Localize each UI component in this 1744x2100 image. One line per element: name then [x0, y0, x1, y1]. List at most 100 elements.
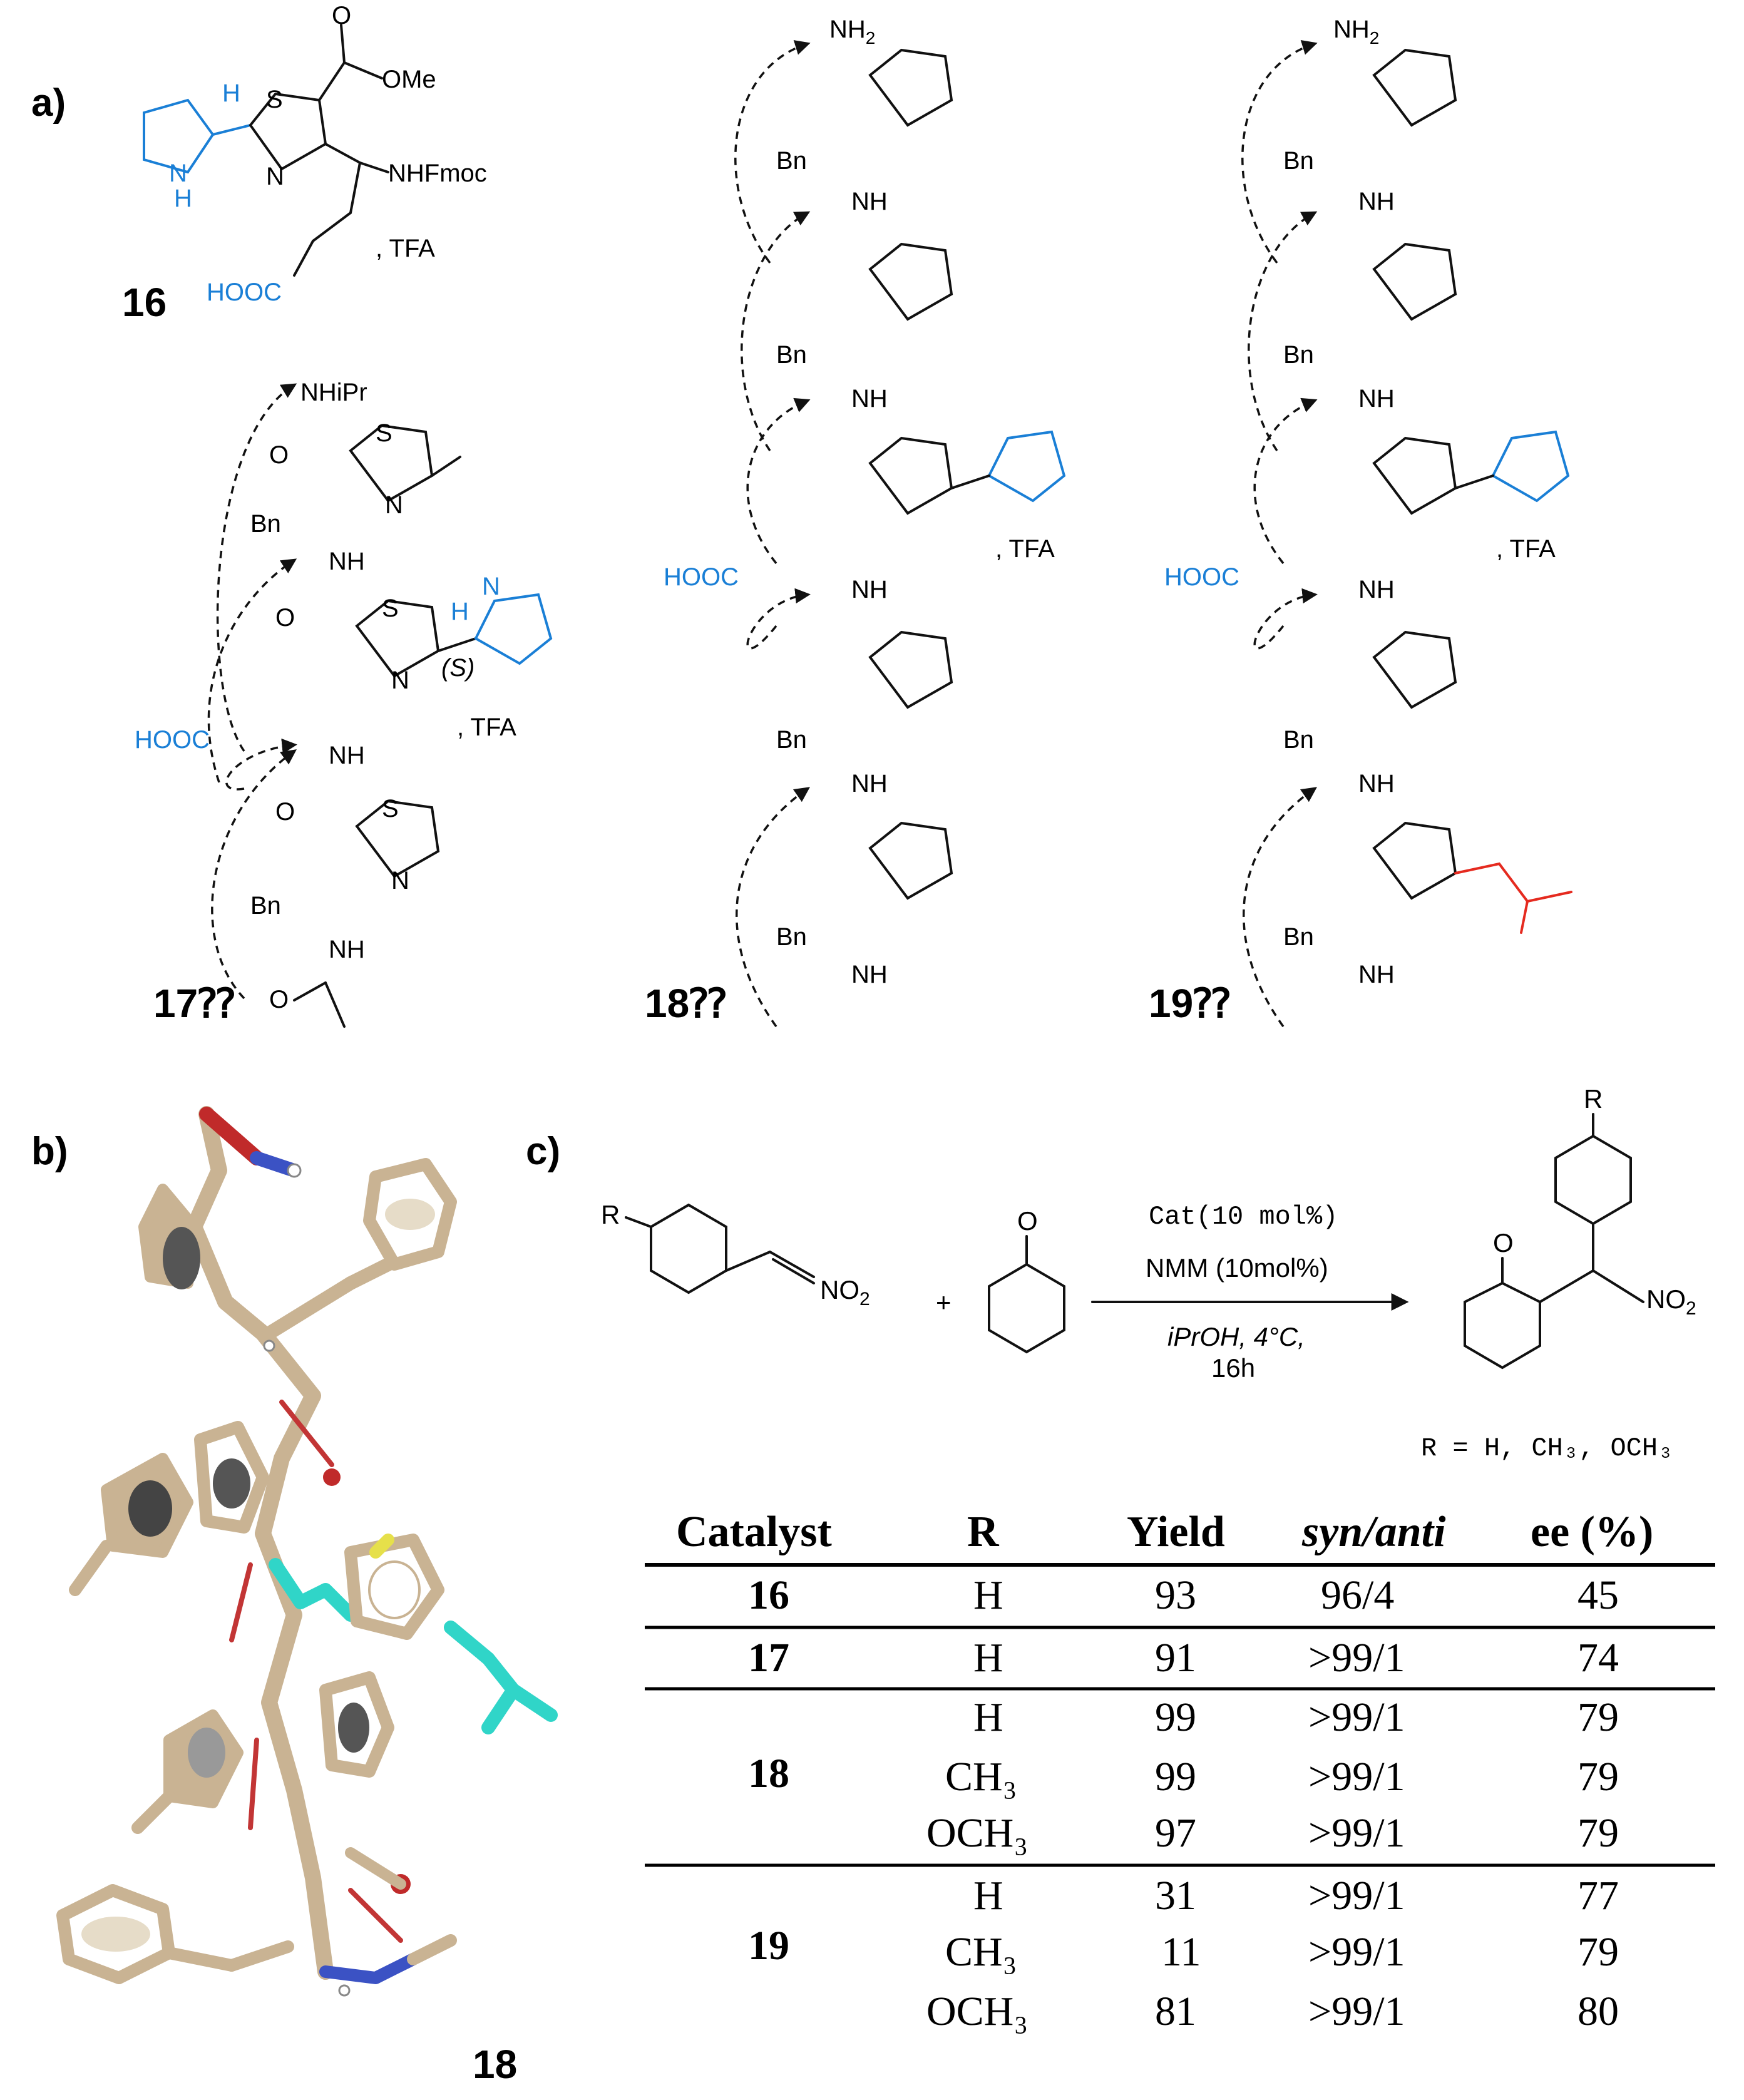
product-r-group: R: [1584, 1084, 1603, 1114]
c16-pyrrolidine-nh: N: [169, 160, 187, 187]
table-cell: 79: [1577, 1694, 1619, 1740]
c18-nh5: NH: [851, 961, 888, 988]
reaction-scheme: R NO2 + O Cat(10 mol%) NMM (10mol%) iPrO…: [601, 1084, 1696, 1463]
table-catalyst-17: 17: [748, 1635, 789, 1681]
table-cell: 79: [1577, 1929, 1619, 1975]
compound-16-structure: H N H S N O OMe NHFmoc HOOC , TFA: [143, 2, 487, 306]
c17-n2: N: [391, 667, 409, 694]
table-cell: 74: [1577, 1635, 1619, 1681]
c19-nh4: NH: [1358, 770, 1395, 797]
table-cell: 96/4: [1321, 1572, 1394, 1618]
condition-solvent: iPrOH, 4°C,: [1167, 1322, 1305, 1351]
c17-proline-h: H: [451, 598, 469, 625]
table-cell: CH₃: [945, 1929, 1017, 1975]
table-cell: 79: [1577, 1754, 1619, 1800]
c17-nh3: NH: [329, 936, 365, 963]
table-header-catalyst: Catalyst: [676, 1508, 832, 1556]
c18-hooc: HOOC: [664, 563, 739, 591]
c16-nhfmoc: NHFmoc: [388, 160, 487, 187]
table-cell: H: [973, 1572, 1003, 1618]
compound-label-19: 19⁇: [1149, 981, 1230, 1026]
c16-ome: OMe: [382, 66, 436, 93]
c17-tfa: , TFA: [457, 714, 516, 741]
c18-bn1: Bn: [776, 147, 807, 175]
table-header-ee: ee (%): [1531, 1508, 1653, 1556]
c18-tfa: , TFA: [995, 535, 1055, 563]
c19-bn2: Bn: [1283, 341, 1314, 369]
c17-nh1: NH: [329, 548, 365, 575]
c17-o4: O: [269, 986, 289, 1013]
c18-nh2b: NH: [851, 385, 888, 412]
c19-bn3: Bn: [1283, 726, 1314, 754]
table-cell: >99/1: [1308, 1929, 1405, 1975]
compound-label-16: 16: [122, 280, 167, 325]
c17-stereo: (S): [441, 654, 474, 682]
c17-s1: S: [376, 419, 392, 447]
table-cell: >99/1: [1308, 1989, 1405, 2034]
c19-tfa: , TFA: [1496, 535, 1556, 563]
table-cell: H: [973, 1694, 1003, 1740]
c17-bn1: Bn: [250, 510, 281, 538]
table-header-r: R: [967, 1508, 1000, 1556]
table-cell: >99/1: [1308, 1873, 1405, 1918]
c17-o2: O: [275, 604, 295, 632]
c17-n1: N: [385, 491, 403, 519]
model-label-18: 18: [473, 2042, 517, 2087]
c19-nh2b: NH: [1358, 385, 1395, 412]
table-cell: OCH₃: [926, 1810, 1028, 1856]
table-cell: H: [973, 1873, 1003, 1918]
table-cell: 45: [1577, 1572, 1619, 1618]
compound-label-18: 18⁇: [645, 981, 726, 1026]
condition-time: 16h: [1211, 1353, 1255, 1383]
reactant-r-group: R: [601, 1200, 620, 1229]
c19-hooc: HOOC: [1164, 563, 1239, 591]
panel-label-c: c): [526, 1130, 560, 1173]
panel-label-b: b): [31, 1130, 68, 1173]
c16-thiazole-n: N: [266, 163, 284, 190]
condition-catalyst: Cat(10 mol%): [1149, 1202, 1338, 1232]
c17-nhipr: NHiPr: [300, 379, 367, 406]
table-cell: 99: [1155, 1694, 1196, 1740]
table-cell: 97: [1155, 1810, 1196, 1856]
c17-nh2: NH: [329, 742, 365, 769]
c17-proline-nh: N: [482, 573, 500, 600]
c17-o3: O: [275, 798, 295, 826]
table-catalyst-19: 19: [748, 1923, 789, 1969]
c19-nh2: NH2: [1333, 16, 1379, 48]
product-no2: NO2: [1646, 1284, 1696, 1319]
c16-tfa: , TFA: [376, 235, 435, 262]
table-catalyst-16: 16: [748, 1572, 789, 1618]
c18-bn3: Bn: [776, 726, 807, 754]
table-cell: >99/1: [1308, 1754, 1405, 1800]
table-header-yield: Yield: [1127, 1508, 1225, 1556]
reaction-plus: +: [936, 1288, 952, 1317]
c17-n3: N: [391, 867, 409, 894]
c17-bn2: Bn: [250, 892, 281, 919]
table-cell: 80: [1577, 1989, 1619, 2034]
reactant-ketone-o: O: [1017, 1206, 1038, 1236]
c18-nh3: NH: [851, 576, 888, 603]
compound-label-17: 17⁇: [153, 981, 235, 1026]
compound-18-structure: NH2 Bn NH Bn NH HOOC , TFA NH Bn NH Bn N…: [664, 16, 1066, 1028]
c16-pyrrolidine-h: H: [222, 79, 240, 107]
results-table: Catalyst R Yield syn/anti ee (%) 16 H 93…: [645, 1508, 1715, 2034]
compound-17-structure: NHiPr S N O Bn NH S N O H N (S) , TFA HO…: [135, 379, 553, 1028]
c17-s3: S: [382, 795, 399, 822]
c18-nh1: NH: [851, 188, 888, 215]
table-header-syn-anti: syn/anti: [1301, 1508, 1446, 1556]
table-cell: >99/1: [1308, 1810, 1405, 1856]
c18-bn4: Bn: [776, 923, 807, 951]
table-cell: 81: [1155, 1989, 1196, 2034]
c16-thiazole-s: S: [266, 86, 283, 113]
c19-bn4: Bn: [1283, 923, 1314, 951]
molecular-model-18: [56, 1106, 558, 1997]
c18-bn2: Bn: [776, 341, 807, 369]
table-cell: OCH₃: [926, 1989, 1028, 2034]
c16-pyrrolidine-h2: H: [174, 185, 192, 212]
table-cell: 99: [1155, 1754, 1196, 1800]
c16-ester-o: O: [332, 2, 351, 29]
table-catalyst-18: 18: [748, 1751, 789, 1796]
r-group-definition: R = H, CH₃, OCH₃: [1421, 1433, 1673, 1463]
product-ketone-o: O: [1493, 1228, 1514, 1257]
